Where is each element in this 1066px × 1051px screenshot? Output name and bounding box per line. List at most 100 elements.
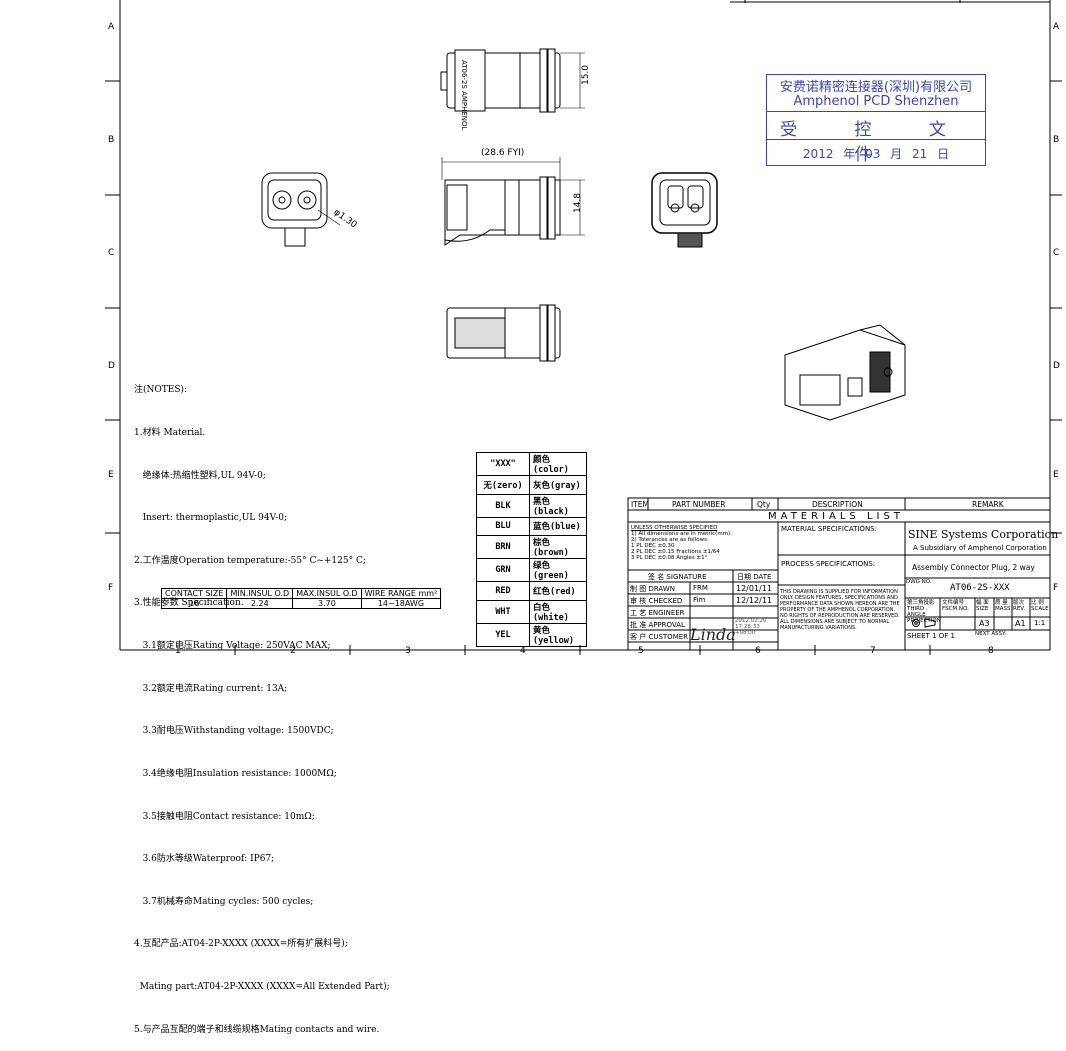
note-line: Insert: thermoplastic,UL 94V-0; <box>134 513 288 524</box>
color-code: WHT <box>476 599 530 624</box>
side-view <box>441 157 585 246</box>
stamp-date: 2012 年 03 月 21 日 <box>802 147 950 161</box>
checked-date: 12/12/11 <box>736 596 772 605</box>
row-label-e: E <box>108 470 114 480</box>
stamp-company-en: Amphenol PCD Shenzhen <box>793 94 959 109</box>
note-line: 3.3耐电压Withstanding voltage: 1500VDC; <box>134 726 334 737</box>
color-name: 黄色(yellow) <box>529 622 587 647</box>
company-subsidiary: A Subsidiary of Amphenol Corporation <box>913 544 1047 552</box>
process-spec-label: PROCESS SPECIFICATIONS: <box>781 560 876 568</box>
row-label-f-right: F <box>1053 583 1059 593</box>
table-header: MAX.INSUL O.D <box>292 588 362 599</box>
checked-label: 审 核 CHECKED <box>630 597 683 605</box>
dwg-no-label: DWG NO. <box>906 579 932 585</box>
size-value: A3 <box>979 619 990 628</box>
top-view <box>440 48 585 113</box>
color-name: 白色(white) <box>529 599 587 624</box>
row-label-d-right: D <box>1053 361 1060 371</box>
note-line: 1.材料 Material. <box>134 428 206 439</box>
color-code: GRN <box>476 558 530 583</box>
tolerance-notes: UNLESS OTHERWISE SPECIFIED 1) All dimens… <box>631 525 732 561</box>
note-line: 5.与产品互配的端子和线缆规格Mating contacts and wire. <box>134 1024 380 1035</box>
table-header: MIN.INSUL O.D <box>226 588 294 599</box>
controlled-document-stamp: 安费诺精密连接器(深圳)有限公司 Amphenol PCD Shenzhen 受… <box>766 74 986 166</box>
col-label-4: 4 <box>520 646 526 656</box>
dim-height-top: 15.0 <box>581 64 592 86</box>
color-name: 黑色(black) <box>529 493 587 518</box>
col-label-3: 3 <box>405 646 411 656</box>
note-line: 注(NOTES): <box>134 385 188 396</box>
sheet-number: SHEET 1 OF 1 <box>907 632 955 640</box>
row-label-a-right: A <box>1053 22 1060 32</box>
col-label-7: 7 <box>870 646 876 656</box>
col-label-2: 2 <box>290 646 296 656</box>
col-label-1: 1 <box>175 646 181 656</box>
bottom-view <box>446 304 561 362</box>
rev-value: A1 <box>1015 619 1026 628</box>
projection-label: 第三角投影 THIRD ANGLE PROJECTION <box>907 600 941 624</box>
note-line: Mating part:AT04-2P-XXXX (XXXX=All Exten… <box>134 981 390 992</box>
color-name: 红色(red) <box>529 581 587 601</box>
table-cell: 3.70 <box>292 598 362 609</box>
dim-length: (28.6 FYI) <box>481 148 525 158</box>
note-line: 3.2额定电流Rating current: 13A; <box>134 683 288 694</box>
signature: Linda <box>689 625 736 644</box>
table-cell: 2.24 <box>226 598 294 609</box>
contact-size-table: CONTACT SIZE MIN.INSUL O.D MAX.INSUL O.D… <box>160 588 442 609</box>
checked-name: Fim <box>693 596 706 604</box>
note-line: 3.5接触电阻Contact resistance: 10mΩ; <box>134 811 315 822</box>
mass-header: 质 量 MASS <box>995 600 1011 612</box>
scale-header: 比 例 SCALE <box>1031 600 1049 612</box>
drawn-label: 制 图 DRAWN <box>630 585 675 593</box>
table-header: CONTACT SIZE <box>160 588 228 599</box>
size-header: 幅 面 SIZE <box>976 600 989 612</box>
row-label-d: D <box>108 361 115 371</box>
color-name: 蓝色(blue) <box>529 516 587 537</box>
bom-qty-header: Qty <box>757 500 771 509</box>
left-end-view <box>261 172 341 247</box>
note-line: 绝缘体:热缩性塑料,UL 94V-0; <box>134 470 266 481</box>
note-line: 2.工作温度Operation temperature:-55° C~+125°… <box>134 555 366 566</box>
color-code: BRN <box>476 535 530 560</box>
bom-item-header: ITEM <box>631 500 650 509</box>
color-name: 灰色(gray) <box>529 475 587 495</box>
stamp-controlled-label: 受 控 文 件 <box>780 120 972 165</box>
color-name: 颜色(color) <box>529 452 587 476</box>
color-name: 绿色(green) <box>529 558 587 583</box>
color-code: YEL <box>476 622 530 647</box>
bom-part-number-header: PART NUMBER <box>672 500 726 509</box>
row-label-c: C <box>108 248 115 258</box>
right-end-view <box>651 172 718 248</box>
projection-symbol <box>912 618 936 628</box>
drawing-number: AT06-2S-XXX <box>950 583 1010 593</box>
stamp-company-cn: 安费诺精密连接器(深圳)有限公司 <box>779 80 973 95</box>
color-name: 棕色(brown) <box>529 535 587 560</box>
company-name: SINE Systems Corporation <box>908 528 1059 541</box>
col-label-5: 5 <box>638 646 644 656</box>
note-line: 3.1额定电压Rating Voltage: 250VAC MAX; <box>134 641 331 652</box>
row-label-b: B <box>108 135 115 145</box>
material-spec-label: MATERIAL SPECIFICATIONS: <box>781 525 877 533</box>
note-line: 3.6防水等级Waterproof: IP67; <box>134 854 275 865</box>
row-label-e-right: E <box>1053 470 1059 480</box>
note-line: 3.7机械寿命Mating cycles: 500 cycles; <box>134 896 314 907</box>
scale-value: 1:1 <box>1034 619 1046 627</box>
dim-height-side: 14.8 <box>573 192 584 214</box>
disclaimer-text: THIS DRAWING IS SUPPLIED FOR INFORMATION… <box>780 589 900 631</box>
row-label-a: A <box>108 22 115 32</box>
rev-header: 版次 REV. <box>1013 600 1026 612</box>
iso-view <box>784 324 906 421</box>
fscm-header: 文件编号 FSCM NO. <box>942 600 969 612</box>
row-label-f: F <box>108 583 114 593</box>
customer-label: 客 户 CUSTOMER <box>630 633 689 641</box>
engineer-label: 工 艺 ENGINEER <box>630 609 685 617</box>
color-code: RED <box>476 581 530 601</box>
bom-description-header: DESCRIPTION <box>812 500 863 509</box>
table-header: WIRE RANGE mm² <box>360 588 442 599</box>
color-code: BLU <box>476 516 530 537</box>
color-code: "XXX" <box>476 452 530 476</box>
drawn-date: 12/01/11 <box>736 584 772 593</box>
housing-marking: AT06-2S AMPHENOL <box>460 60 468 131</box>
signature-header: 签 名 SIGNATURE <box>648 573 707 581</box>
